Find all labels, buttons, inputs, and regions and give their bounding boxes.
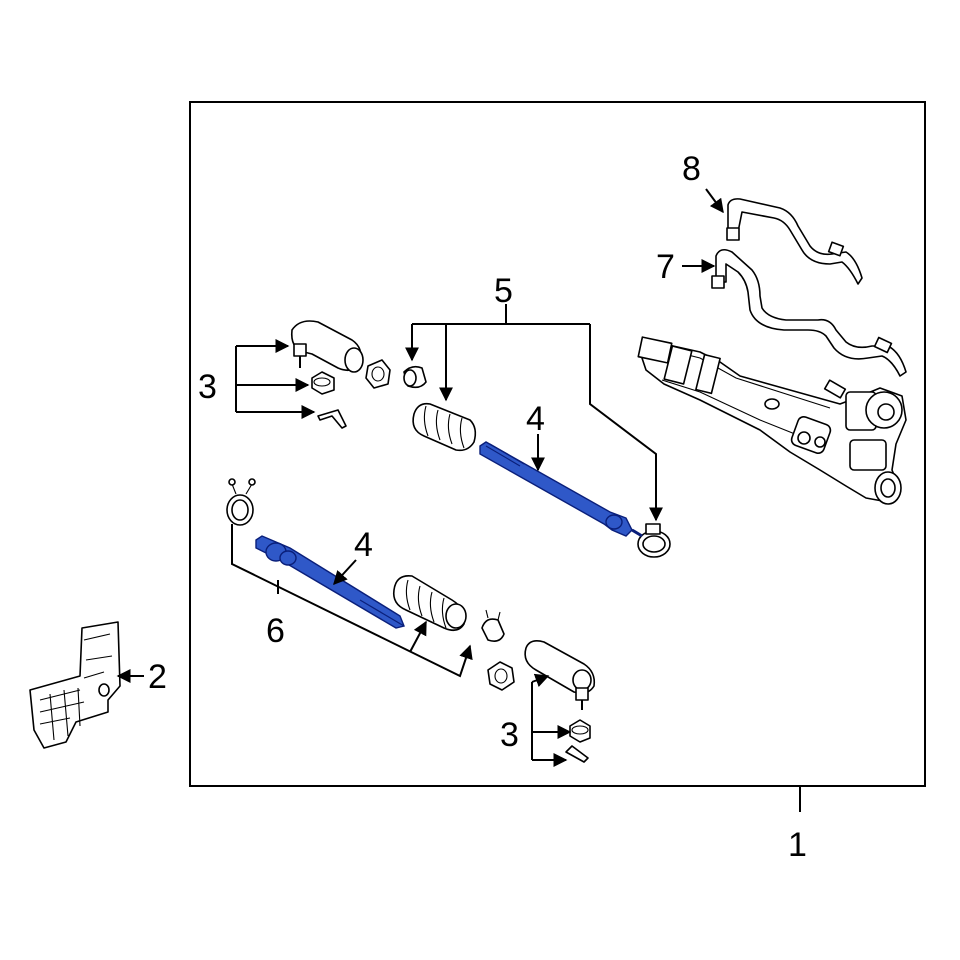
callout-3-lower-leaders <box>531 673 572 767</box>
adjusting-nut-upper[interactable] <box>365 359 391 389</box>
heat-shield-bracket[interactable] <box>29 621 121 749</box>
rack-boot-upper[interactable] <box>412 402 477 452</box>
inner-tie-rod-upper[interactable] <box>479 441 643 538</box>
callout-2: 2 <box>148 658 167 696</box>
assembly-frame <box>189 101 926 787</box>
boot-clamp-lower-left[interactable] <box>226 478 256 526</box>
boot-clamp-upper[interactable] <box>637 523 671 558</box>
callout-5: 5 <box>494 272 513 310</box>
callout-4-upper: 4 <box>526 400 545 438</box>
castle-nut-lower[interactable] <box>569 719 591 743</box>
callout-6: 6 <box>266 612 285 650</box>
cotter-pin-lower[interactable] <box>565 745 589 763</box>
callout-3-upper: 3 <box>198 368 217 406</box>
callout-5-leaders <box>405 304 663 522</box>
rack-bushing-upper[interactable] <box>403 365 427 389</box>
callout-1: 1 <box>788 826 807 864</box>
castle-nut-upper[interactable] <box>311 371 335 395</box>
pressure-line-part[interactable] <box>726 198 863 285</box>
return-line-part[interactable] <box>711 248 907 377</box>
callout-6-leaders <box>231 524 473 678</box>
callout-3-upper-leaders <box>235 339 316 419</box>
cotter-pin-upper[interactable] <box>317 409 347 429</box>
outer-tie-rod-end-upper[interactable] <box>290 320 364 373</box>
rack-boot-lower[interactable] <box>392 574 467 632</box>
outer-tie-rod-end-lower[interactable] <box>524 640 596 710</box>
callout-4-lower: 4 <box>354 526 373 564</box>
callout-3-lower: 3 <box>500 716 519 754</box>
callout-7: 7 <box>656 248 675 286</box>
adjusting-nut-lower[interactable] <box>487 661 515 691</box>
boot-clamp-lower-right[interactable] <box>481 609 505 642</box>
callout-4-lower-leader <box>333 559 357 586</box>
callout-8-leader <box>705 188 724 214</box>
steering-gear-housing[interactable] <box>637 336 907 505</box>
inner-tie-rod-lower[interactable] <box>255 535 405 629</box>
callout-8: 8 <box>682 150 701 188</box>
